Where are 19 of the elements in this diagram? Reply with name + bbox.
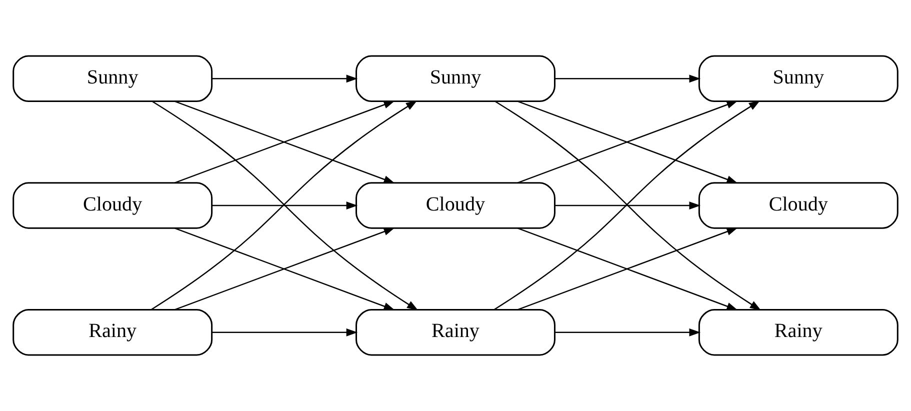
arrow [212, 74, 358, 83]
arrow [554, 202, 701, 210]
arrow [554, 328, 701, 336]
node-box: Rainy [356, 309, 556, 356]
arrow [554, 74, 701, 83]
node-box: Cloudy [12, 182, 213, 229]
node-box: Rainy [12, 309, 213, 356]
node-box: Sunny [698, 55, 898, 102]
node-box: Sunny [356, 55, 556, 102]
arrow [517, 100, 738, 184]
node-box: Rainy [698, 309, 898, 356]
arrow [174, 228, 396, 310]
arrow [174, 100, 396, 184]
node-box: Sunny [12, 55, 213, 102]
arrow [212, 202, 358, 210]
arrow [517, 228, 738, 310]
node-box: Cloudy [356, 182, 556, 229]
arrow [212, 328, 358, 336]
node-box: Cloudy [698, 182, 898, 229]
